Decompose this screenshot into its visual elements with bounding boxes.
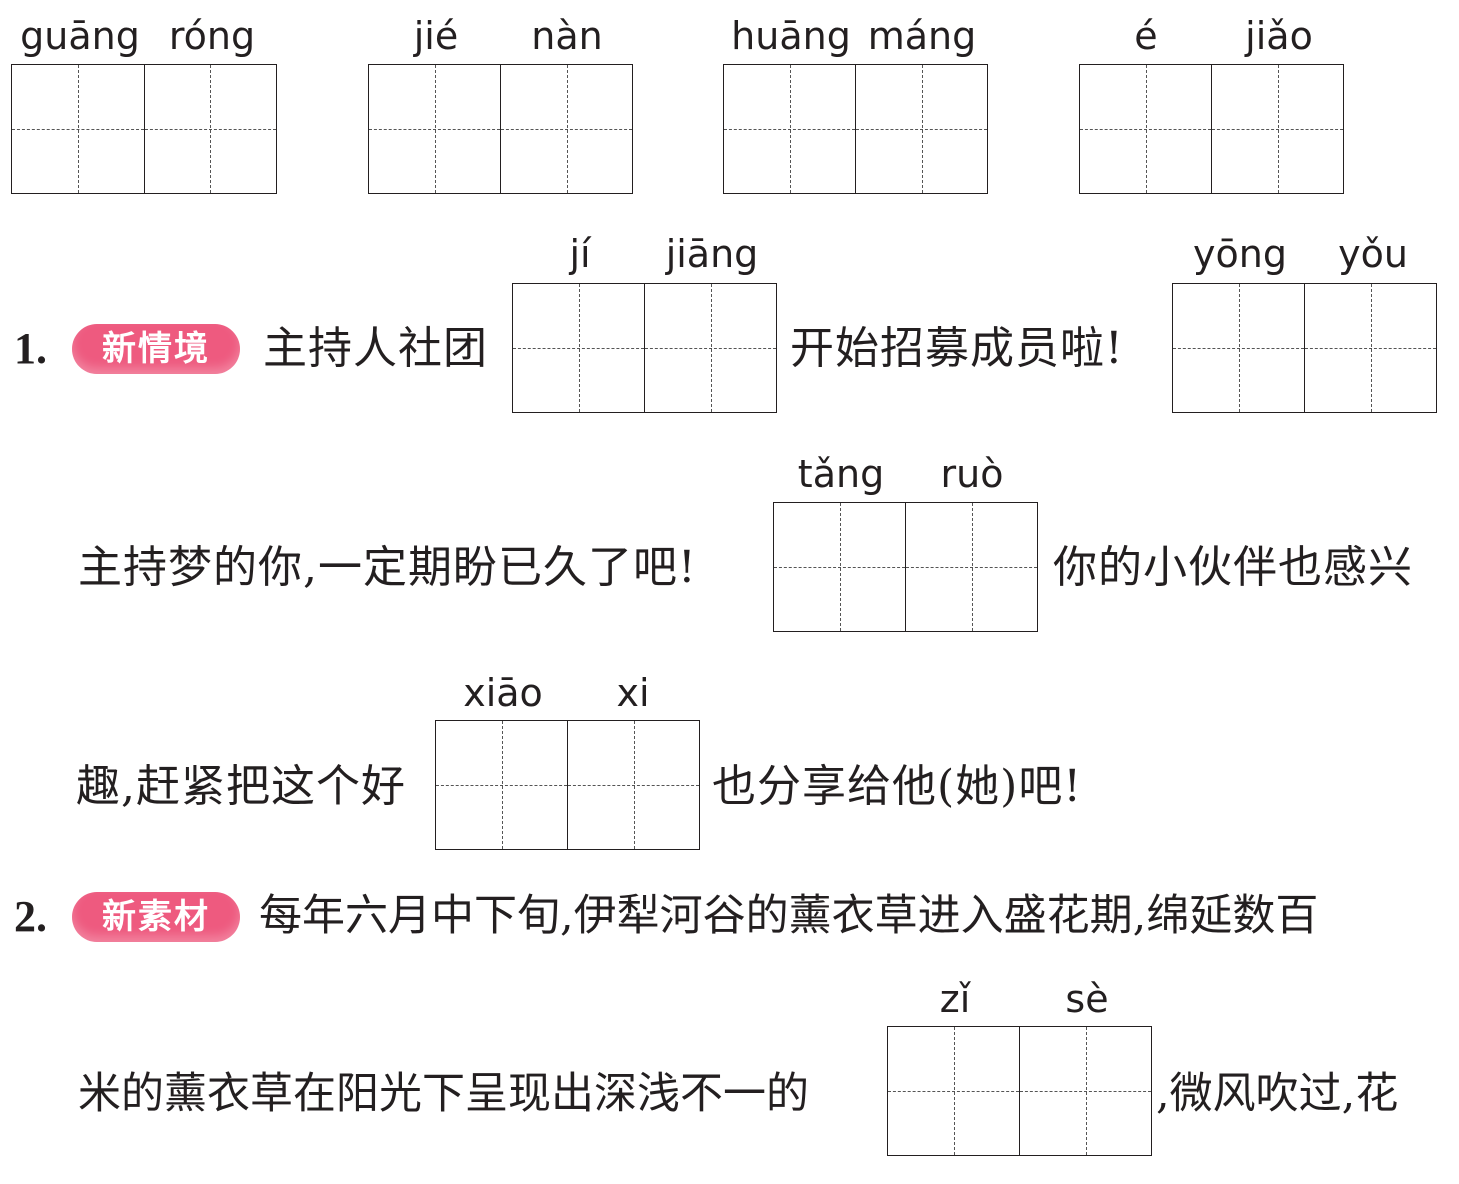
pinyin-label: é <box>1134 14 1158 58</box>
writing-cell[interactable] <box>12 65 144 193</box>
writing-cell[interactable] <box>1211 65 1343 193</box>
pinyin-label: zǐ <box>939 977 971 1021</box>
sentence-text: 主持梦的你,一定期盼已久了吧! <box>78 542 697 593</box>
pinyin-label: róng <box>168 14 256 58</box>
pinyin-label: yōng <box>1193 232 1287 276</box>
pinyin-label: xiāo <box>463 671 543 715</box>
writing-cell[interactable] <box>1019 1027 1151 1155</box>
writing-box-huangmang[interactable] <box>723 64 988 194</box>
writing-cell[interactable] <box>1304 284 1436 412</box>
sentence-text: 主持人社团 <box>263 323 488 374</box>
question-number: 2. <box>14 892 47 941</box>
pinyin-label: tǎng <box>797 452 885 496</box>
writing-cell[interactable] <box>1173 284 1304 412</box>
writing-box-guangrong[interactable] <box>11 64 277 194</box>
writing-box-zise[interactable] <box>887 1026 1152 1156</box>
pinyin-label: sè <box>1065 977 1109 1021</box>
pinyin-label: máng <box>867 14 977 58</box>
writing-box-tangruo[interactable] <box>773 502 1038 632</box>
pinyin-label: jí <box>569 232 591 276</box>
pinyin-label: jié <box>413 14 459 58</box>
writing-cell[interactable] <box>644 284 776 412</box>
sentence-text: 开始招募成员啦! <box>790 323 1124 374</box>
writing-cell[interactable] <box>724 65 855 193</box>
writing-cell[interactable] <box>567 721 699 849</box>
writing-cell[interactable] <box>855 65 987 193</box>
question-number: 1. <box>14 324 47 373</box>
pinyin-label: jiāng <box>665 232 759 276</box>
new-context-badge: 新情境 <box>72 324 240 374</box>
writing-cell[interactable] <box>905 503 1037 631</box>
pinyin-label: jiǎo <box>1245 14 1313 58</box>
writing-cell[interactable] <box>888 1027 1019 1155</box>
writing-cell[interactable] <box>513 284 644 412</box>
writing-cell[interactable] <box>500 65 632 193</box>
writing-box-jijiang[interactable] <box>512 283 777 413</box>
sentence-text: 也分享给他(她)吧! <box>712 761 1083 812</box>
sentence-text: 每年六月中下旬,伊犁河谷的薰衣草进入盛花期,绵延数百 <box>259 891 1319 941</box>
sentence-text: 你的小伙伴也感兴 <box>1053 542 1413 593</box>
pinyin-label: nàn <box>531 14 603 58</box>
writing-box-ejiao[interactable] <box>1079 64 1344 194</box>
writing-cell[interactable] <box>436 721 567 849</box>
sentence-text: ,微风吹过,花 <box>1156 1069 1399 1119</box>
writing-cell[interactable] <box>1080 65 1211 193</box>
pinyin-label: guāng <box>20 14 140 58</box>
writing-cell[interactable] <box>774 503 905 631</box>
pinyin-label: xi <box>616 671 650 715</box>
writing-box-jienan[interactable] <box>368 64 633 194</box>
writing-box-xiaoxi[interactable] <box>435 720 700 850</box>
pinyin-label: huāng <box>731 14 851 58</box>
sentence-text: 趣,赶紧把这个好 <box>76 761 406 812</box>
new-material-badge: 新素材 <box>72 892 240 942</box>
writing-cell[interactable] <box>369 65 500 193</box>
writing-cell[interactable] <box>143 65 277 193</box>
sentence-text: 米的薰衣草在阳光下呈现出深浅不一的 <box>78 1069 809 1119</box>
pinyin-label: yǒu <box>1338 232 1408 276</box>
pinyin-label: ruò <box>940 452 1004 496</box>
writing-box-yongyou[interactable] <box>1172 283 1437 413</box>
